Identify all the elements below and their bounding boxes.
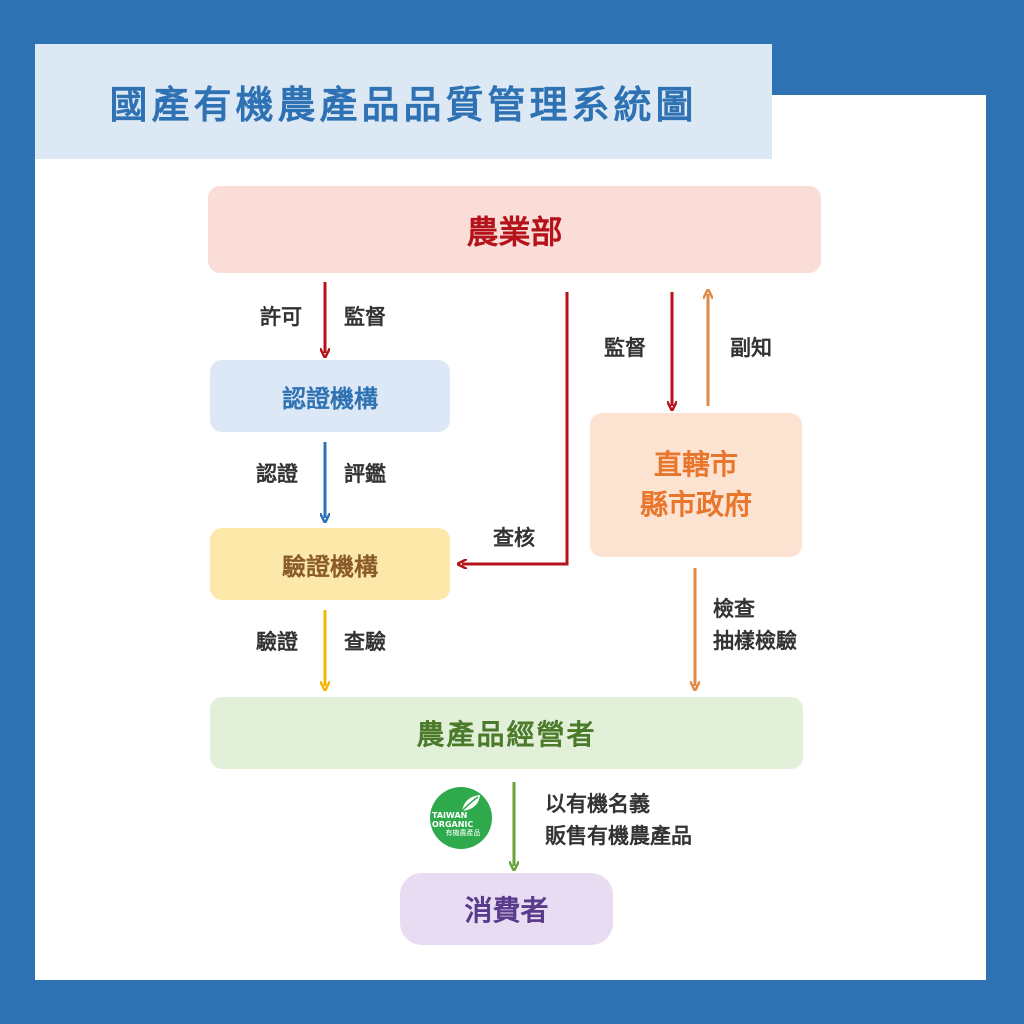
- node-consumers-label: 消費者: [464, 894, 549, 927]
- label-supervise-1: 監督: [344, 305, 386, 329]
- page-title: 國產有機農產品品質管理系統圖: [109, 83, 698, 127]
- logo-line1: TAIWAN: [432, 811, 468, 820]
- logo-line3: 有機農產品: [445, 829, 481, 837]
- label-sell-organic: 以有機名義 販售有機農產品: [545, 792, 692, 848]
- label-permit: 許可: [260, 305, 302, 329]
- node-consumers: 消費者: [400, 873, 613, 945]
- node-verification-body-label: 驗證機構: [282, 552, 378, 581]
- label-inspect-sample: 檢查 抽樣檢驗: [713, 597, 797, 653]
- node-operators-label: 農產品經營者: [416, 718, 597, 751]
- label-inspect-check: 查驗: [344, 630, 386, 654]
- node-ministry: 農業部: [208, 186, 821, 273]
- label-copy-notify: 副知: [730, 336, 772, 360]
- label-supervise-2: 監督: [604, 336, 646, 360]
- node-local-government-label: 直轄市 縣市政府: [639, 448, 752, 521]
- leaf-icon: [461, 795, 480, 812]
- label-verify: 驗證: [256, 630, 298, 654]
- label-evaluate: 評鑑: [344, 462, 386, 486]
- node-verification-body: 驗證機構: [210, 528, 450, 600]
- arrow-ministry-audit-verify: [462, 292, 569, 564]
- label-audit: 查核: [493, 526, 535, 550]
- taiwan-organic-logo: TAIWAN ORGANIC 有機農產品: [430, 787, 492, 849]
- node-ministry-label: 農業部: [466, 212, 563, 251]
- title-banner: [35, 44, 772, 159]
- label-accredit: 認證: [256, 462, 298, 486]
- node-operators: 農產品經營者: [210, 697, 803, 769]
- node-certification-body: 認證機構: [210, 360, 450, 432]
- node-local-government: 直轄市 縣市政府: [590, 413, 802, 557]
- node-certification-body-label: 認證機構: [282, 384, 378, 413]
- logo-line2: ORGANIC: [432, 820, 474, 829]
